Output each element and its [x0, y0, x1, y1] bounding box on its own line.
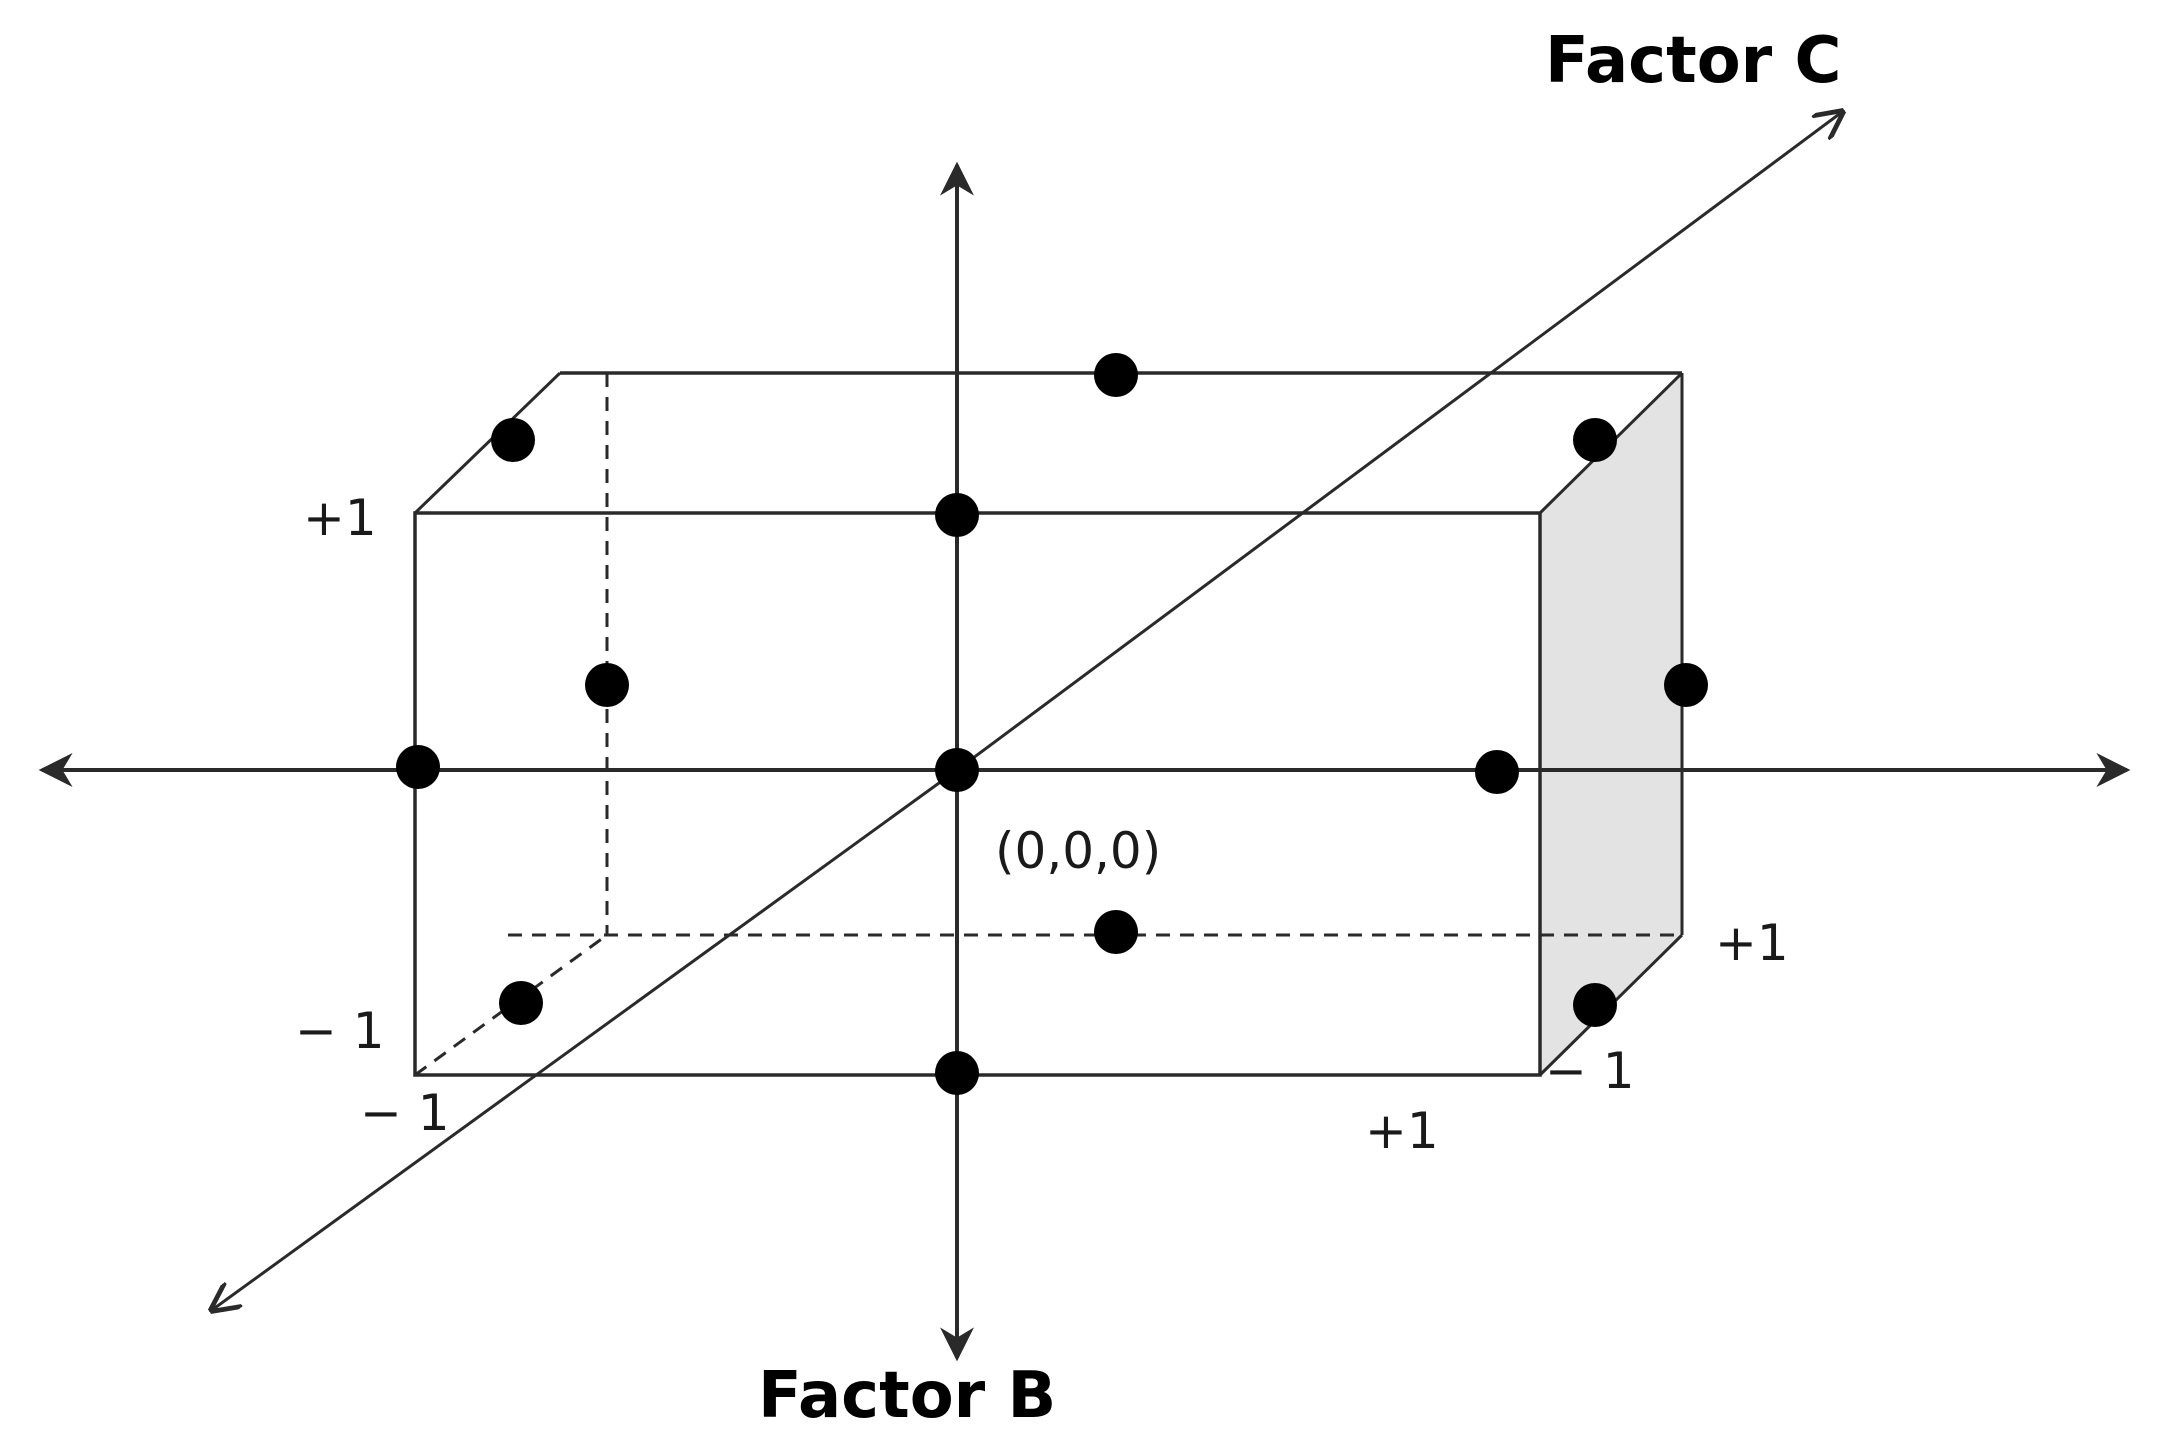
- tick-label-plus-one-right: +1: [1715, 914, 1789, 972]
- design-point-front-top: [935, 493, 979, 537]
- design-point-top-left-depth: [491, 418, 535, 462]
- tick-label-plus-one-left-top: +1: [303, 489, 377, 547]
- design-points: [396, 353, 1708, 1095]
- design-point-front-bottom: [935, 1051, 979, 1095]
- design-point-center: [935, 748, 979, 792]
- box-edge-top-left-depth: [413, 371, 562, 515]
- tick-label-minus-one-bottom-left: − 1: [360, 1084, 450, 1142]
- hidden-edge-bottom-left-depth: [414, 933, 608, 1077]
- origin-label: (0,0,0): [995, 822, 1161, 880]
- design-point-back-top: [1094, 353, 1138, 397]
- tick-label-plus-one-bottom-right: +1: [1365, 1102, 1439, 1160]
- design-point-top-right-depth: [1573, 418, 1617, 462]
- tick-label-minus-one-left: − 1: [295, 1002, 385, 1060]
- factor-c-axis-down: [212, 768, 958, 1310]
- design-point-bottom-left-depth: [499, 981, 543, 1025]
- box-side-face: [1540, 373, 1682, 1075]
- design-point-back-bottom: [1094, 910, 1138, 954]
- factor-b-label: Factor B: [758, 1359, 1056, 1433]
- design-point-front-right-mid: [1475, 750, 1519, 794]
- tick-label-minus-one-right: − 1: [1545, 1042, 1635, 1100]
- design-point-back-right-mid: [1664, 663, 1708, 707]
- design-point-back-left-mid: [585, 663, 629, 707]
- factor-c-axis-up: [956, 112, 1842, 772]
- design-point-bottom-right-depth: [1573, 983, 1617, 1027]
- design-point-front-left-mid: [396, 745, 440, 789]
- factor-c-label: Factor C: [1545, 24, 1841, 98]
- box-front-face: [413, 511, 1542, 1077]
